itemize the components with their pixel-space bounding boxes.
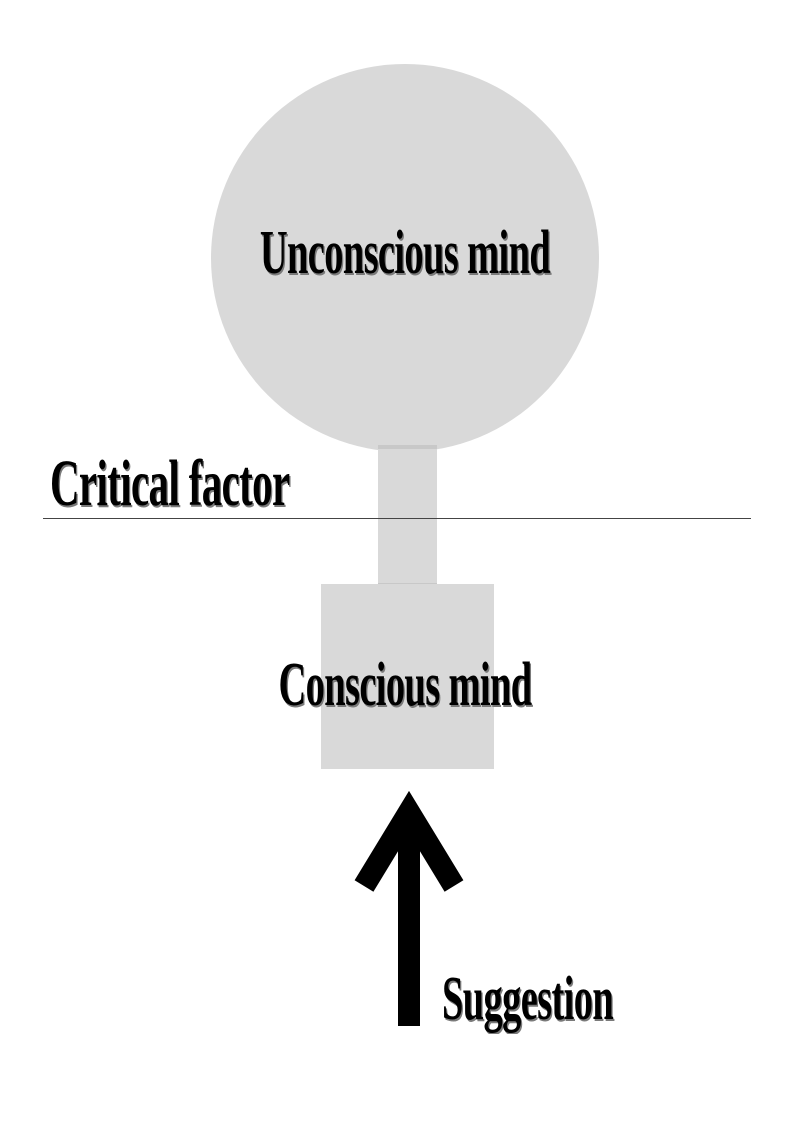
arrow-head	[354, 790, 464, 892]
unconscious-mind-circle	[211, 64, 599, 452]
conscious-mind-label: Conscious mind	[278, 651, 532, 719]
conscious-mind-box	[321, 584, 494, 769]
critical-factor-passage	[378, 445, 437, 587]
critical-factor-label: Critical factor	[50, 447, 290, 520]
suggestion-label: Suggestion	[442, 965, 614, 1033]
unconscious-mind-label: Unconscious mind	[259, 219, 551, 287]
up-arrow-icon	[354, 790, 464, 1026]
critical-factor-line	[43, 518, 751, 519]
arrow-shaft	[398, 810, 420, 1026]
